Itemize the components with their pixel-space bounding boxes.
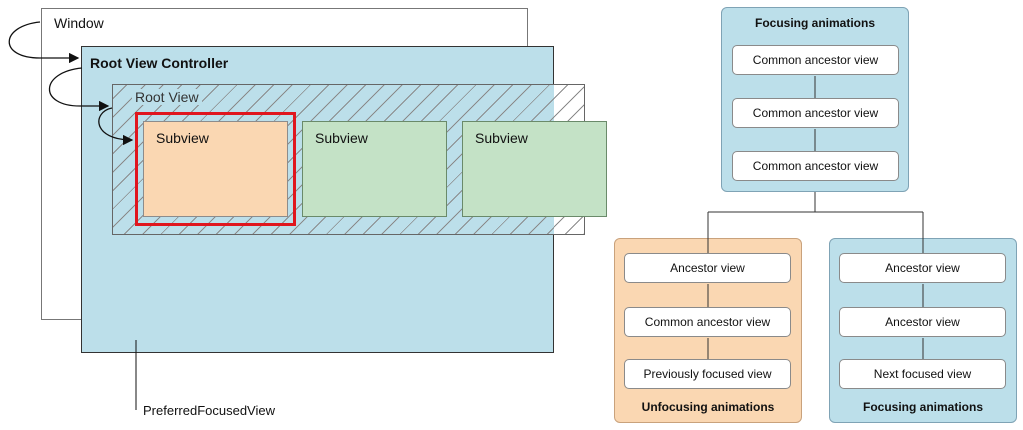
subview-focused: Subview (143, 121, 288, 217)
right-node: Ancestor view (839, 253, 1006, 283)
subview-label: Subview (475, 130, 528, 146)
focus-outline (135, 112, 296, 226)
right-node: Ancestor view (839, 307, 1006, 337)
subview-label: Subview (315, 130, 368, 146)
panel-title-right: Focusing animations (862, 400, 983, 414)
panel-title-left: Unfocusing animations (641, 400, 775, 414)
panel-title-top: Focusing animations (754, 16, 875, 30)
right-node: Next focused view (839, 359, 1006, 389)
top-node: Common ancestor view (732, 98, 899, 128)
subview-2: Subview (302, 121, 447, 217)
window-label: Window (54, 15, 104, 31)
subview-label: Subview (156, 130, 209, 146)
preferred-focused-view-label: PreferredFocusedView (143, 403, 275, 418)
left-node: Ancestor view (624, 253, 791, 283)
root-view-arrow (48, 67, 110, 112)
root-view-label: Root View (132, 89, 202, 105)
left-node: Previously focused view (624, 359, 791, 389)
left-node: Common ancestor view (624, 307, 791, 337)
top-node: Common ancestor view (732, 151, 899, 181)
top-node: Common ancestor view (732, 45, 899, 75)
subview-3: Subview (462, 121, 607, 217)
subview-arrow (98, 107, 134, 146)
window-arrow (8, 21, 80, 64)
root-view-controller-label: Root View Controller (90, 55, 229, 71)
